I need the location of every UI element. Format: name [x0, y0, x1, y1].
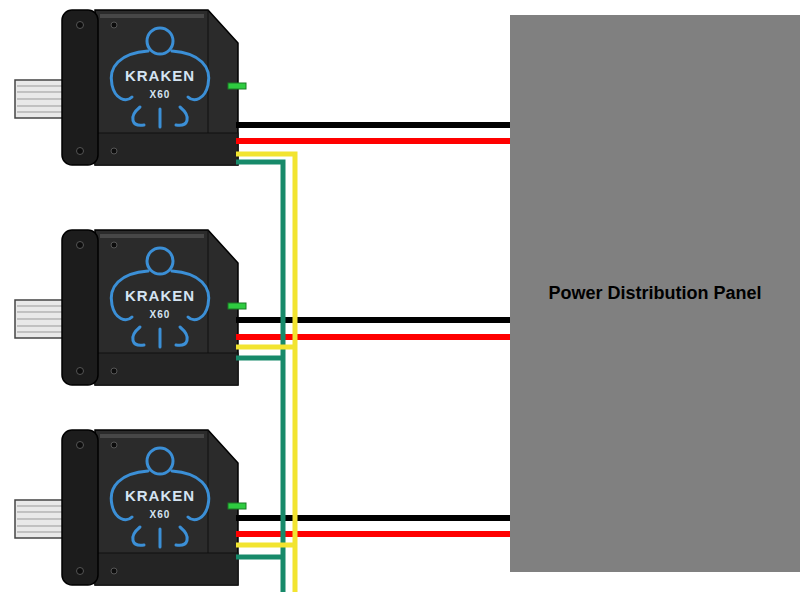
model-number: X60	[150, 310, 171, 320]
panel-title: Power Distribution Panel	[548, 283, 761, 304]
brand-logo-text: KRAKEN	[125, 68, 195, 83]
green-can-wire	[236, 555, 285, 560]
kraken-motor	[15, 230, 246, 385]
model-number: X60	[150, 510, 171, 520]
power-distribution-panel: Power Distribution Panel	[510, 15, 800, 572]
yellow-can-wire	[236, 543, 297, 548]
can-wires	[236, 154, 297, 592]
red-wire	[236, 138, 512, 144]
red-wire	[236, 531, 512, 537]
yellow-can-wire	[236, 345, 297, 350]
brand-logo-text: KRAKEN	[125, 488, 195, 503]
kraken-motor	[15, 10, 246, 165]
model-number: X60	[150, 90, 171, 100]
red-wire	[236, 334, 512, 340]
power-wires	[236, 125, 512, 534]
black-wire	[236, 317, 512, 323]
black-wire	[236, 515, 512, 521]
kraken-motor	[15, 430, 246, 585]
green-can-wire	[236, 162, 283, 592]
brand-logo-text: KRAKEN	[125, 288, 195, 303]
green-can-wire	[236, 356, 285, 361]
black-wire	[236, 122, 512, 128]
yellow-can-wire	[236, 154, 295, 592]
